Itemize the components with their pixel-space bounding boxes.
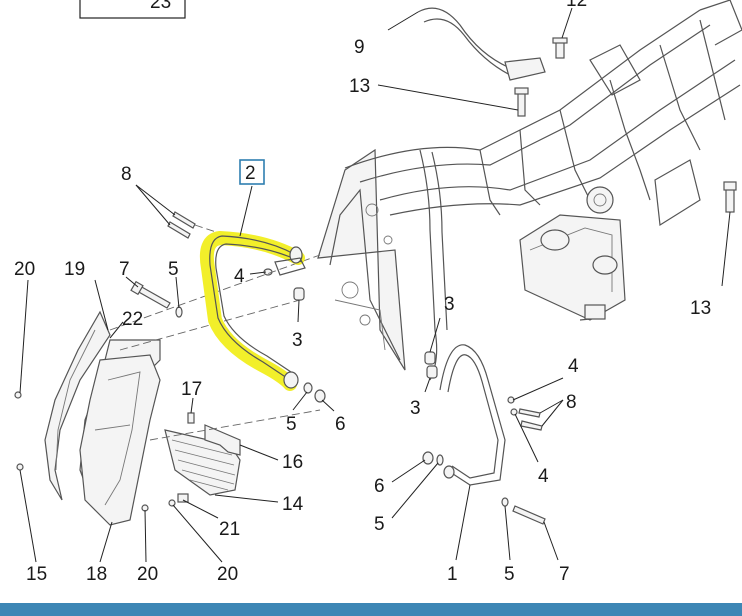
callout-labels: 12 9 13 8 20 19 7 5 4 22 3 3 4 17 8 3 5 … <box>14 0 711 585</box>
callout-8-left: 8 <box>121 164 132 185</box>
nut-6-right <box>422 451 434 465</box>
bolts-8-left <box>167 211 196 239</box>
spacer-3-left <box>293 287 305 301</box>
fastener-15 <box>16 463 24 471</box>
bottom-bar <box>0 603 742 616</box>
inset-box: 23 <box>79 0 186 19</box>
callout-5-left: 5 <box>168 259 179 280</box>
callout-5-bottom: 5 <box>504 564 515 585</box>
crash-bar-1 <box>439 344 506 486</box>
bolt-13-right <box>723 181 737 213</box>
washer-5-right-b <box>501 497 509 507</box>
fastener-20c <box>168 499 176 507</box>
bolt-12 <box>552 37 568 59</box>
callout-21: 21 <box>219 519 240 540</box>
callout-4-right-upper: 4 <box>568 356 579 377</box>
callout-14: 14 <box>282 494 304 515</box>
callout-6-mid: 6 <box>335 414 346 435</box>
bolt-7-left <box>130 280 171 309</box>
spacers-3-right <box>424 351 438 379</box>
washer-5-right-a <box>436 454 444 466</box>
callout-7-left: 7 <box>119 259 130 280</box>
main-frame <box>317 0 742 381</box>
callout-3-right-upper: 3 <box>444 294 455 315</box>
fastener-17 <box>187 412 195 424</box>
side-cover-19 <box>44 310 111 501</box>
callout-6-right: 6 <box>374 476 385 497</box>
callout-4-right-lower: 4 <box>538 466 549 487</box>
callout-15: 15 <box>26 564 47 585</box>
callout-5-mid: 5 <box>286 414 297 435</box>
bracket-16 <box>204 424 241 456</box>
callout-4-left: 4 <box>234 266 245 287</box>
callout-13-top: 13 <box>349 76 370 97</box>
callout-1: 1 <box>447 564 458 585</box>
part-9-grab-rail <box>417 7 546 81</box>
bolt-7-right <box>512 505 546 525</box>
washer-5-mid <box>303 382 313 394</box>
nut-6-mid <box>314 389 326 403</box>
bolt-13-top <box>514 87 529 117</box>
bolts-8-right <box>518 408 543 431</box>
callout-3-right-lower: 3 <box>410 398 421 419</box>
callout-13-right: 13 <box>690 298 711 319</box>
callout-20-left: 20 <box>14 259 35 280</box>
leader-lines <box>19 7 731 563</box>
callout-2-box: 2 <box>239 159 265 185</box>
inset-label: 23 <box>150 0 171 13</box>
callout-20-right: 20 <box>217 564 238 585</box>
washers-4-right <box>507 396 518 416</box>
callout-12: 12 <box>566 0 587 11</box>
callout-18: 18 <box>86 564 107 585</box>
callout-8-right: 8 <box>566 392 577 413</box>
washer-5-left <box>175 306 183 318</box>
callout-9: 9 <box>354 37 365 58</box>
callout-3-left: 3 <box>292 330 303 351</box>
callout-19: 19 <box>64 259 85 280</box>
fastener-21 <box>177 493 189 503</box>
callout-20-mid: 20 <box>137 564 158 585</box>
side-cover-18 <box>79 354 161 526</box>
fastener-20a <box>14 391 22 399</box>
callout-16: 16 <box>282 452 303 473</box>
crash-bar-2-highlighted <box>199 231 306 391</box>
callout-5-right: 5 <box>374 514 385 535</box>
callout-2-label: 2 <box>245 163 256 184</box>
callout-17: 17 <box>181 379 202 400</box>
callout-22: 22 <box>122 309 143 330</box>
callout-7-right: 7 <box>559 564 570 585</box>
